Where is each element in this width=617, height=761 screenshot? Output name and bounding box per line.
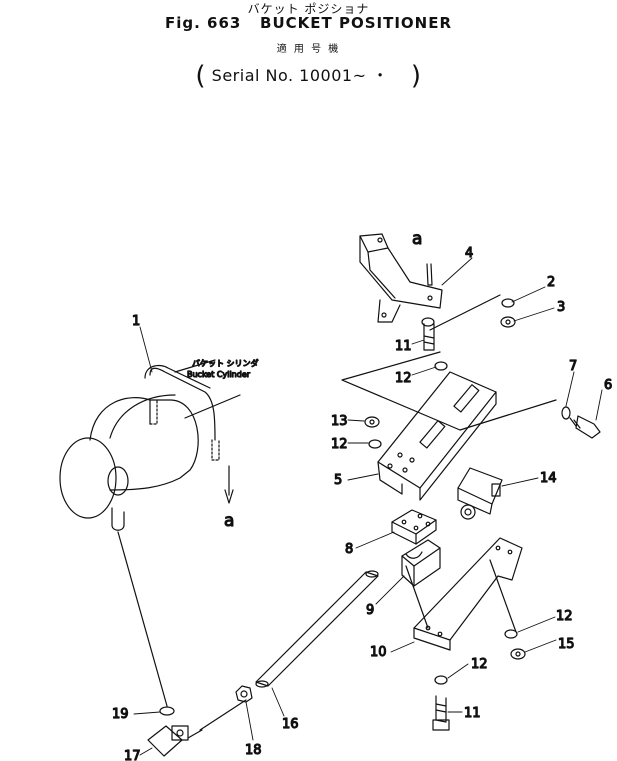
part-12-washer-b: [368, 439, 382, 449]
label-part-17: 17: [124, 749, 141, 761]
leader-lines: [133, 257, 603, 756]
part-11-bolt-lower: [432, 695, 450, 731]
label-part-14: 14: [540, 471, 557, 486]
label-part-16: 16: [282, 717, 299, 732]
part-13-nut: [364, 416, 380, 428]
label-part-5: 5: [334, 473, 342, 488]
part-15-nut: [510, 648, 526, 660]
cylinder-label-en: Bucket Cylinder: [187, 370, 251, 379]
label-part-18: 18: [245, 743, 262, 758]
label-part-1: 1: [132, 314, 140, 329]
cylinder-label-jp: バケット シリンダ: [192, 358, 259, 368]
part-17-rod-end: [147, 725, 203, 757]
label-part-11-lower: 11: [464, 706, 481, 721]
label-part-15: 15: [558, 637, 575, 652]
paren-right: ): [410, 61, 422, 91]
label-part-6: 6: [604, 378, 612, 393]
guide-line-10: [405, 565, 429, 629]
label-part-13: 13: [331, 414, 348, 429]
part-12-washer-c: [504, 629, 518, 639]
guide-line-12: [489, 559, 517, 633]
part-18-nut: [235, 685, 253, 703]
header-jp-title: バケット ポジショナ: [247, 2, 370, 16]
serial-line: ( Serial No. 10001~ ・ ): [0, 58, 617, 91]
label-part-4: 4: [465, 246, 473, 261]
header-jp-applicable: 適 用 号 機: [276, 44, 341, 55]
part-4-bracket: [359, 233, 443, 323]
label-part-9: 9: [366, 603, 374, 618]
label-part-3: 3: [557, 300, 565, 315]
label-part-12-d: 12: [471, 657, 488, 672]
guide-lines: [341, 294, 557, 431]
label-part-12-b: 12: [331, 437, 348, 452]
part-6-bolt: [569, 415, 601, 439]
label-part-12-a: 12: [395, 371, 412, 386]
figure-title: Fig. 663 BUCKET POSITIONER: [0, 14, 617, 32]
paren-left: (: [195, 61, 207, 91]
figure-name: BUCKET POSITIONER: [260, 14, 453, 32]
label-part-2: 2: [547, 275, 555, 290]
ref-a-lower: a: [224, 511, 234, 531]
part-19-washer: [159, 706, 175, 716]
part-14-switch: [457, 467, 503, 520]
guide-line-19: [117, 531, 168, 707]
part-11-bolt-upper: [421, 317, 435, 351]
part-7-washer: [561, 406, 571, 420]
label-part-19: 19: [112, 707, 129, 722]
label-part-8: 8: [345, 542, 353, 557]
part-8-block: [391, 509, 437, 545]
figure-number: Fig. 663: [164, 14, 242, 32]
serial-text: Serial No. 10001~ ・: [211, 66, 389, 85]
label-part-7: 7: [569, 359, 577, 374]
bucket-cylinder: [59, 359, 241, 531]
part-12-washer-a: [434, 361, 448, 371]
part-12-washer-d: [434, 675, 448, 685]
label-part-10: 10: [370, 645, 387, 660]
part-16-rod: [255, 570, 379, 688]
ref-a-upper: a: [412, 229, 422, 249]
part-10-plate: [413, 537, 523, 651]
label-part-12-c: 12: [556, 609, 573, 624]
part-2-washer: [501, 298, 515, 308]
part-3-nut: [500, 316, 516, 328]
guide-line-17: [199, 699, 247, 731]
label-part-11-upper: 11: [395, 339, 412, 354]
part-5-plate: [377, 371, 497, 501]
part-9-clamp: [401, 539, 441, 587]
